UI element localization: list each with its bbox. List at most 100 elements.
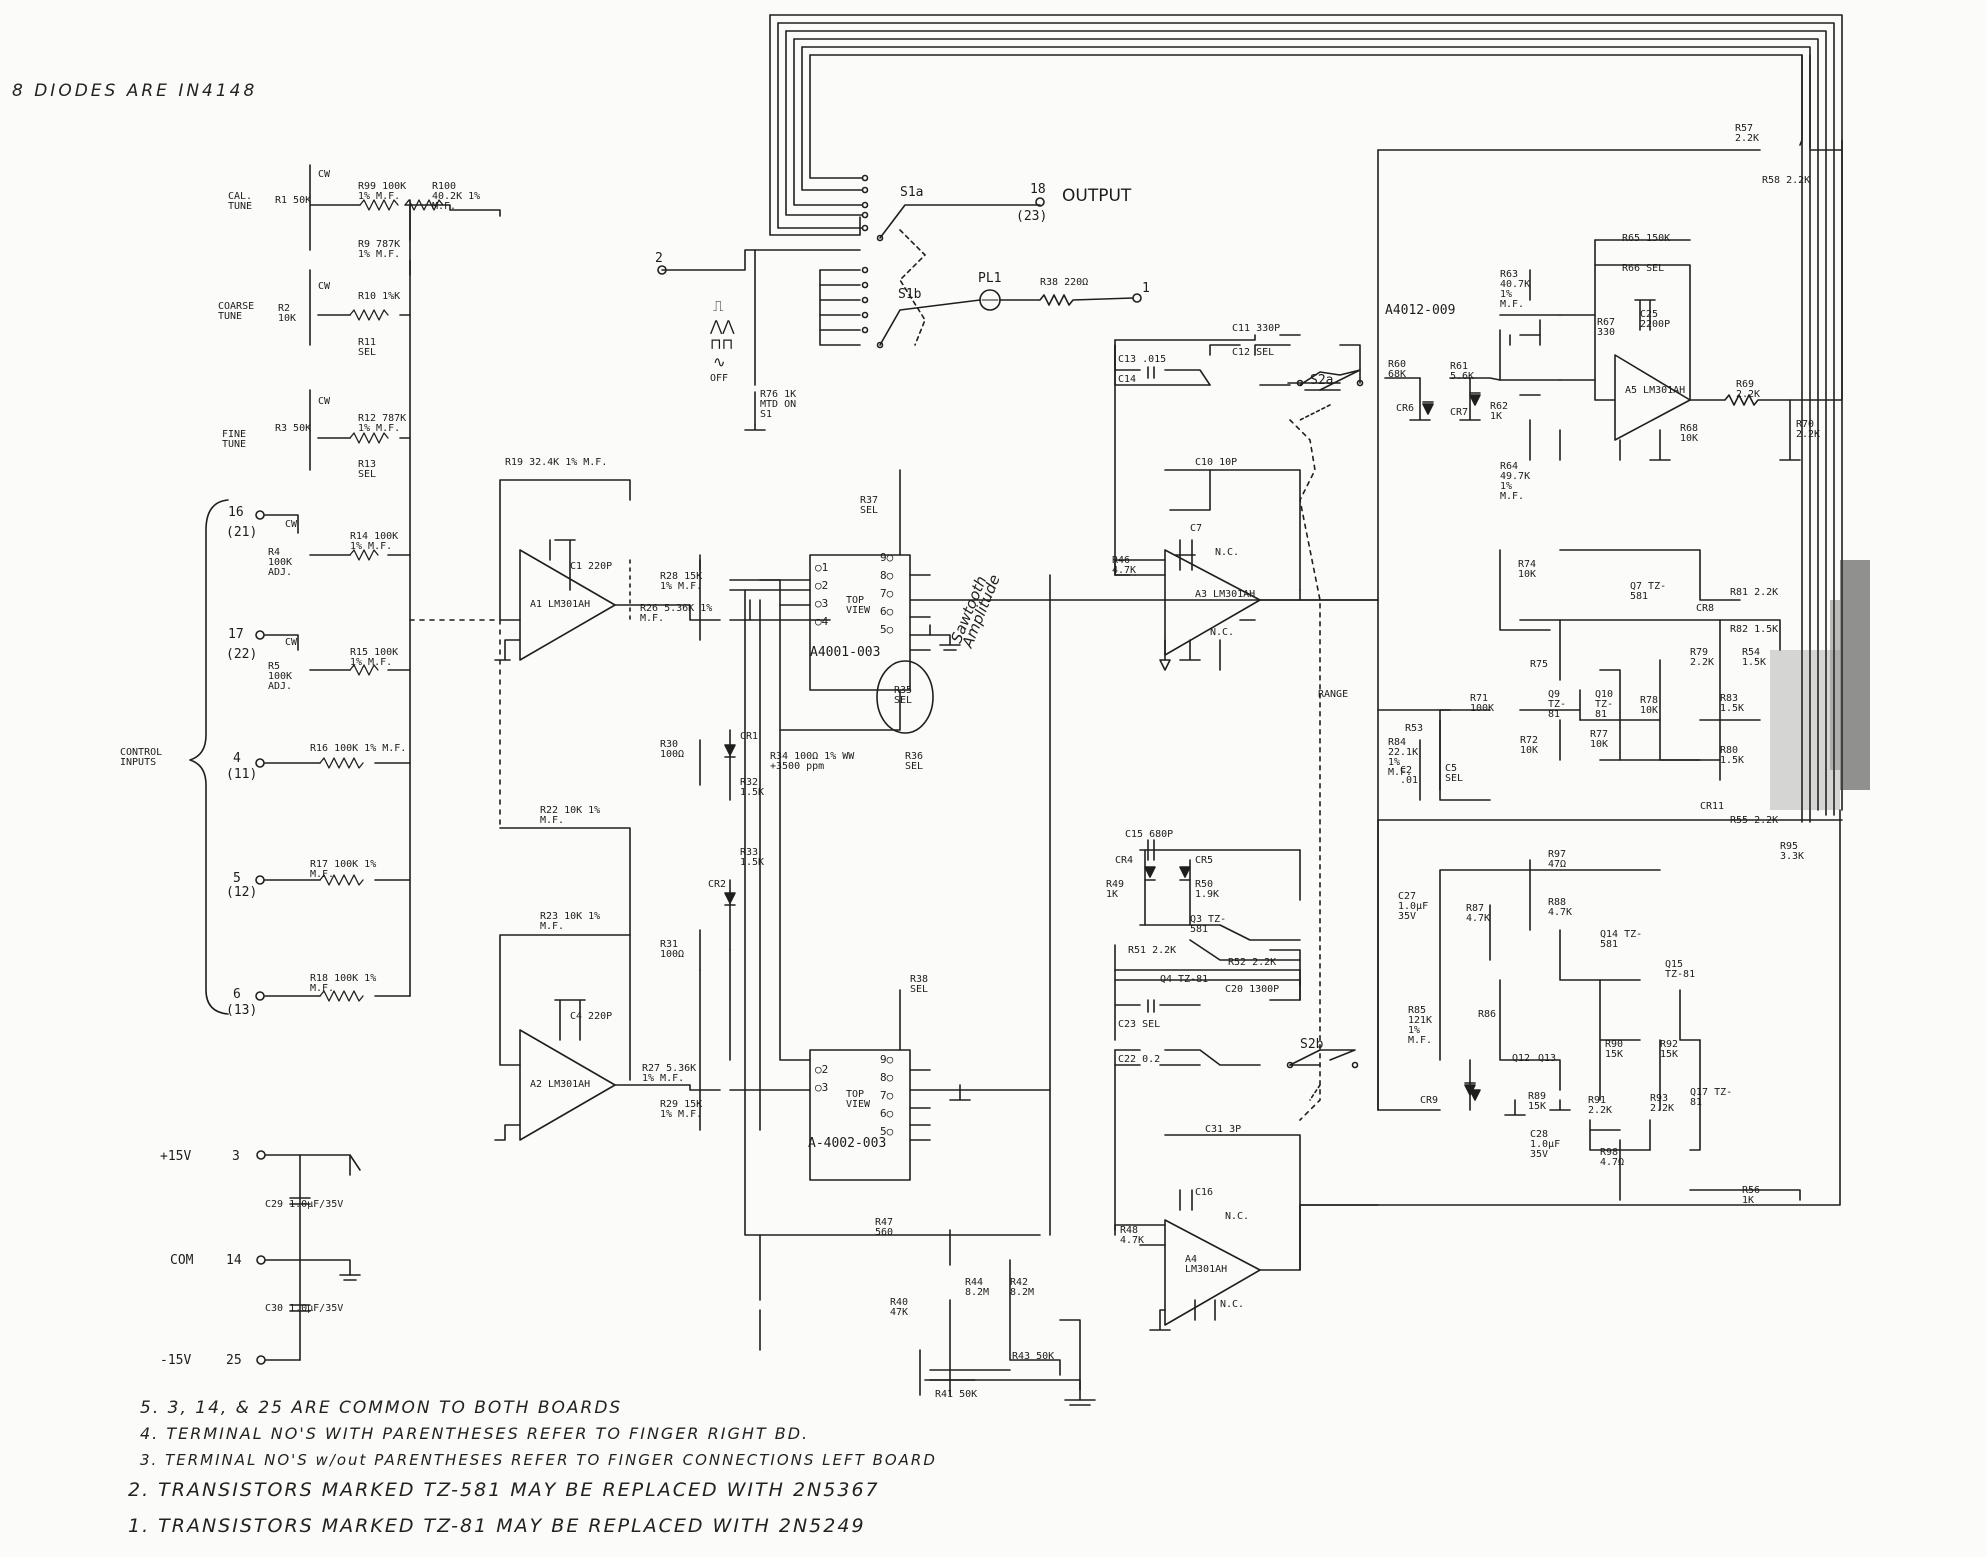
label-r62: R62 1K — [1490, 401, 1509, 422]
control-input-wires — [264, 199, 501, 997]
a4002-pin-9: 9○ — [880, 1053, 894, 1066]
label-q17: Q17 TZ-81 — [1690, 1087, 1733, 1108]
label-r50: R50 1.9K — [1195, 879, 1220, 900]
label-q12: Q12 — [1512, 1053, 1531, 1064]
label-r19: R19 32.4K 1% M.F. — [505, 457, 608, 468]
label-r54: R54 1.5K — [1742, 647, 1767, 668]
label-cw-1: CW — [318, 169, 331, 180]
a4001-pin-3: ○3 — [815, 597, 829, 610]
label-r64: R64 49.7K 1% M.F. — [1500, 461, 1531, 502]
tune-pot-wires — [309, 164, 501, 471]
label-r22: R22 10K 1% M.F. — [540, 805, 601, 826]
label-r30: R30 100Ω — [660, 739, 685, 760]
switch-s1-wires — [661, 174, 1134, 431]
label-r91: R91 2.2K — [1588, 1095, 1613, 1116]
a3-nc-1: N.C. — [1215, 547, 1240, 558]
terminal-4: 4 — [233, 751, 241, 766]
label-r67: R67 330 — [1597, 317, 1616, 338]
a4001-pin-4: ○4 — [815, 615, 829, 628]
label-r88: R88 4.7K — [1548, 897, 1573, 918]
label-r35: R35 SEL — [894, 685, 913, 706]
label-cr1: CR1 — [740, 731, 759, 742]
label-c10: C10 10P — [1195, 457, 1238, 468]
a4001-pin-7: 7○ — [880, 587, 894, 600]
label-c11: C11 330P — [1232, 323, 1281, 334]
label-r34: R34 100Ω 1% WW +3500 ppm — [770, 751, 855, 772]
label-r86: R86 — [1478, 1009, 1497, 1020]
label-fine-tune: FINE TUNE — [222, 429, 247, 450]
label-r17: R17 100K 1% M.F. — [310, 859, 377, 880]
terminal-6: 6 — [233, 987, 241, 1002]
terminal-circles — [255, 197, 1142, 1365]
terminal-16-alt: (21) — [226, 525, 258, 540]
label-cr2: CR2 — [708, 879, 727, 890]
a4001-pin-8: 8○ — [880, 569, 894, 582]
label-r77: R77 10K — [1590, 729, 1609, 750]
waveform-off: OFF — [710, 373, 729, 384]
label-r15: R15 100K 1% M.F. — [350, 647, 399, 668]
label-c20: C20 1300P — [1225, 984, 1280, 995]
label-pl1: PL1 — [978, 271, 1002, 286]
label-r80: R80 1.5K — [1720, 745, 1745, 766]
waveform-pulse: ⎍ — [713, 297, 724, 315]
note-3: 3. TERMINAL NO'S w/out PARENTHESES REFER… — [140, 1451, 937, 1469]
note-5: 5. 3, 14, & 25 ARE COMMON TO BOTH BOARDS — [140, 1398, 623, 1418]
terminal-18: 18 — [1030, 182, 1046, 197]
power-supply-wires — [265, 1154, 361, 1361]
label-r27: R27 5.36K 1% M.F. — [642, 1063, 697, 1084]
a4-nc-2: N.C. — [1220, 1299, 1245, 1310]
label-r5: R5 100K ADJ. — [268, 661, 293, 692]
label-r18: R18 100K 1% M.F. — [310, 973, 377, 994]
a4001-pin-1: ○1 — [815, 561, 829, 574]
label-r38: R38 SEL — [910, 974, 929, 995]
label-r28: R28 15K 1% M.F. — [660, 571, 703, 592]
center-bus-wires — [499, 554, 1051, 1236]
label-r92: R92 15K — [1660, 1039, 1679, 1060]
label-cr7: CR7 — [1450, 407, 1469, 418]
label-cw-2: CW — [318, 281, 331, 292]
label-cw-4: CW — [285, 519, 298, 530]
label-r23: R23 10K 1% M.F. — [540, 911, 601, 932]
range-label: RANGE — [1318, 689, 1349, 700]
label-r36: R36 SEL — [905, 751, 924, 772]
label-r93: R93 2.2K — [1650, 1093, 1675, 1114]
label-r61: R61 5.6K — [1450, 361, 1475, 382]
label-r43: R43 50K — [1012, 1351, 1055, 1362]
a4001-pin-5: 5○ — [880, 623, 894, 636]
label-r75: R75 — [1530, 659, 1549, 670]
r35-highlight-circle — [876, 660, 934, 734]
label-q7: Q7 TZ-581 — [1630, 581, 1667, 602]
label-coarse-tune: COARSE TUNE — [218, 301, 255, 322]
label-c5: C5 SEL — [1445, 763, 1464, 784]
label-r57: R57 2.2K — [1735, 123, 1760, 144]
label-cw-3: CW — [318, 396, 331, 407]
a4001-pin-2: ○2 — [815, 579, 829, 592]
label-cr11: CR11 — [1700, 801, 1725, 812]
opamp-a1-symbol — [494, 479, 721, 661]
label-c31: C31 3P — [1205, 1124, 1242, 1135]
a4002-pin-5: 5○ — [880, 1125, 894, 1138]
label-c23: C23 SEL — [1118, 1019, 1161, 1030]
label-a1: A1 LM301AH — [530, 599, 591, 610]
switch-s1a-label: S1a — [900, 185, 924, 200]
label-r38b: R38 220Ω — [1040, 277, 1089, 288]
label-r46: R46 4.7K — [1112, 555, 1137, 576]
a3-nc-2: N.C. — [1210, 627, 1235, 638]
label-r10: R10 1%K — [358, 291, 401, 302]
label-r49: R49 1K — [1106, 879, 1125, 900]
label-r13: R13 SEL — [358, 459, 377, 480]
terminal-18-alt: (23) — [1016, 209, 1048, 224]
label-r1: R1 50K — [275, 195, 312, 206]
switch-s2a-label: S2a — [1310, 373, 1334, 388]
label-cr8: CR8 — [1696, 603, 1715, 614]
a4002-pin-2: ○2 — [815, 1063, 829, 1076]
label-r72: R72 10K — [1520, 735, 1539, 756]
label-a3: A3 LM301AH — [1195, 589, 1256, 600]
label-r3: R3 50K — [275, 423, 312, 434]
ic-a4001-symbol — [779, 469, 1379, 731]
label-r29: R29 15K 1% M.F. — [660, 1099, 703, 1120]
a4002-pin-8: 8○ — [880, 1071, 894, 1084]
control-inputs-label: CONTROL INPUTS — [120, 747, 163, 768]
terminal-6-alt: (13) — [226, 1003, 258, 1018]
label-c13: C13 .015 — [1118, 354, 1167, 365]
